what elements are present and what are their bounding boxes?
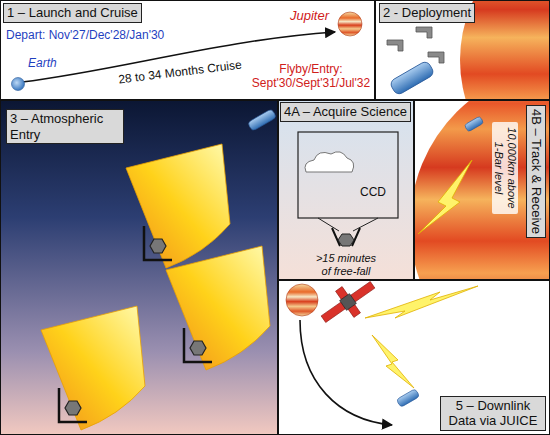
panel-heading: 2 - Deployment: [379, 3, 475, 23]
panel-box: 4A – Acquire Science: [278, 100, 414, 280]
probe-symbol: [428, 52, 444, 63]
panel-heading: 3 – Atmospheric Entry: [6, 109, 124, 144]
entry-probe: [166, 246, 270, 370]
annotation-label: Earth: [28, 56, 57, 70]
panel-box: 5 – Downlink Data via JUICE: [278, 280, 550, 435]
probe-body: [338, 234, 354, 246]
jupiter-planet: [286, 284, 318, 316]
ccd-frame: [298, 132, 398, 218]
annotation-label: Depart: Nov'27/Dec'28/Jan'30: [6, 28, 164, 42]
panel-box: 1 – Launch and Cruise: [0, 0, 375, 100]
probe-cylinder: [396, 389, 420, 408]
annotation-label: Jupiter: [290, 8, 329, 24]
panel-heading: 1 – Launch and Cruise: [3, 3, 142, 23]
jupiter-planet: [338, 12, 362, 36]
panel-box: 4B – Track & Receive: [414, 100, 550, 280]
downlink-bolt: [365, 286, 478, 318]
orbit-arrow: [300, 320, 392, 425]
probe-parachute: [332, 228, 360, 246]
panel-box: 3 – Atmospheric Entry: [0, 100, 278, 435]
annotation-label: 10,000km above 1-Bar level: [492, 122, 518, 214]
entry-probe: [126, 144, 230, 268]
relay-bolt: [372, 335, 414, 388]
atmosphere-ground: [0, 100, 278, 435]
annotation-label: 28 to 34 Months Cruise: [118, 57, 243, 86]
panel-heading: 4A – Acquire Science: [280, 102, 411, 122]
signal-bolt: [418, 160, 472, 234]
probe-symbol: [387, 40, 403, 51]
cruise-trajectory: [22, 32, 335, 82]
panel-box: 2 - Deployment: [375, 0, 550, 100]
probe-symbol: [416, 27, 432, 38]
panel-heading: 4B – Track & Receive: [526, 105, 546, 238]
earth-planet: [12, 78, 25, 91]
juice-spacecraft: [247, 109, 276, 132]
entry-probe: [41, 306, 145, 430]
annotation-label: >15 minutes of free-fall: [311, 252, 381, 278]
cloud-symbol: [305, 152, 354, 172]
annotation-label: Flyby/Entry: Sept'30/Sept'31/Jul'32: [250, 62, 372, 91]
view-lines: [318, 218, 378, 231]
juice-spacecraft: [464, 116, 484, 132]
panel-heading: 5 – Downlink Data via JUICE: [440, 396, 546, 431]
annotation-label: CCD: [360, 185, 386, 199]
juice-spacecraft: [389, 60, 435, 96]
science-ground: [278, 100, 414, 280]
jupiter-disk: [415, 101, 549, 279]
